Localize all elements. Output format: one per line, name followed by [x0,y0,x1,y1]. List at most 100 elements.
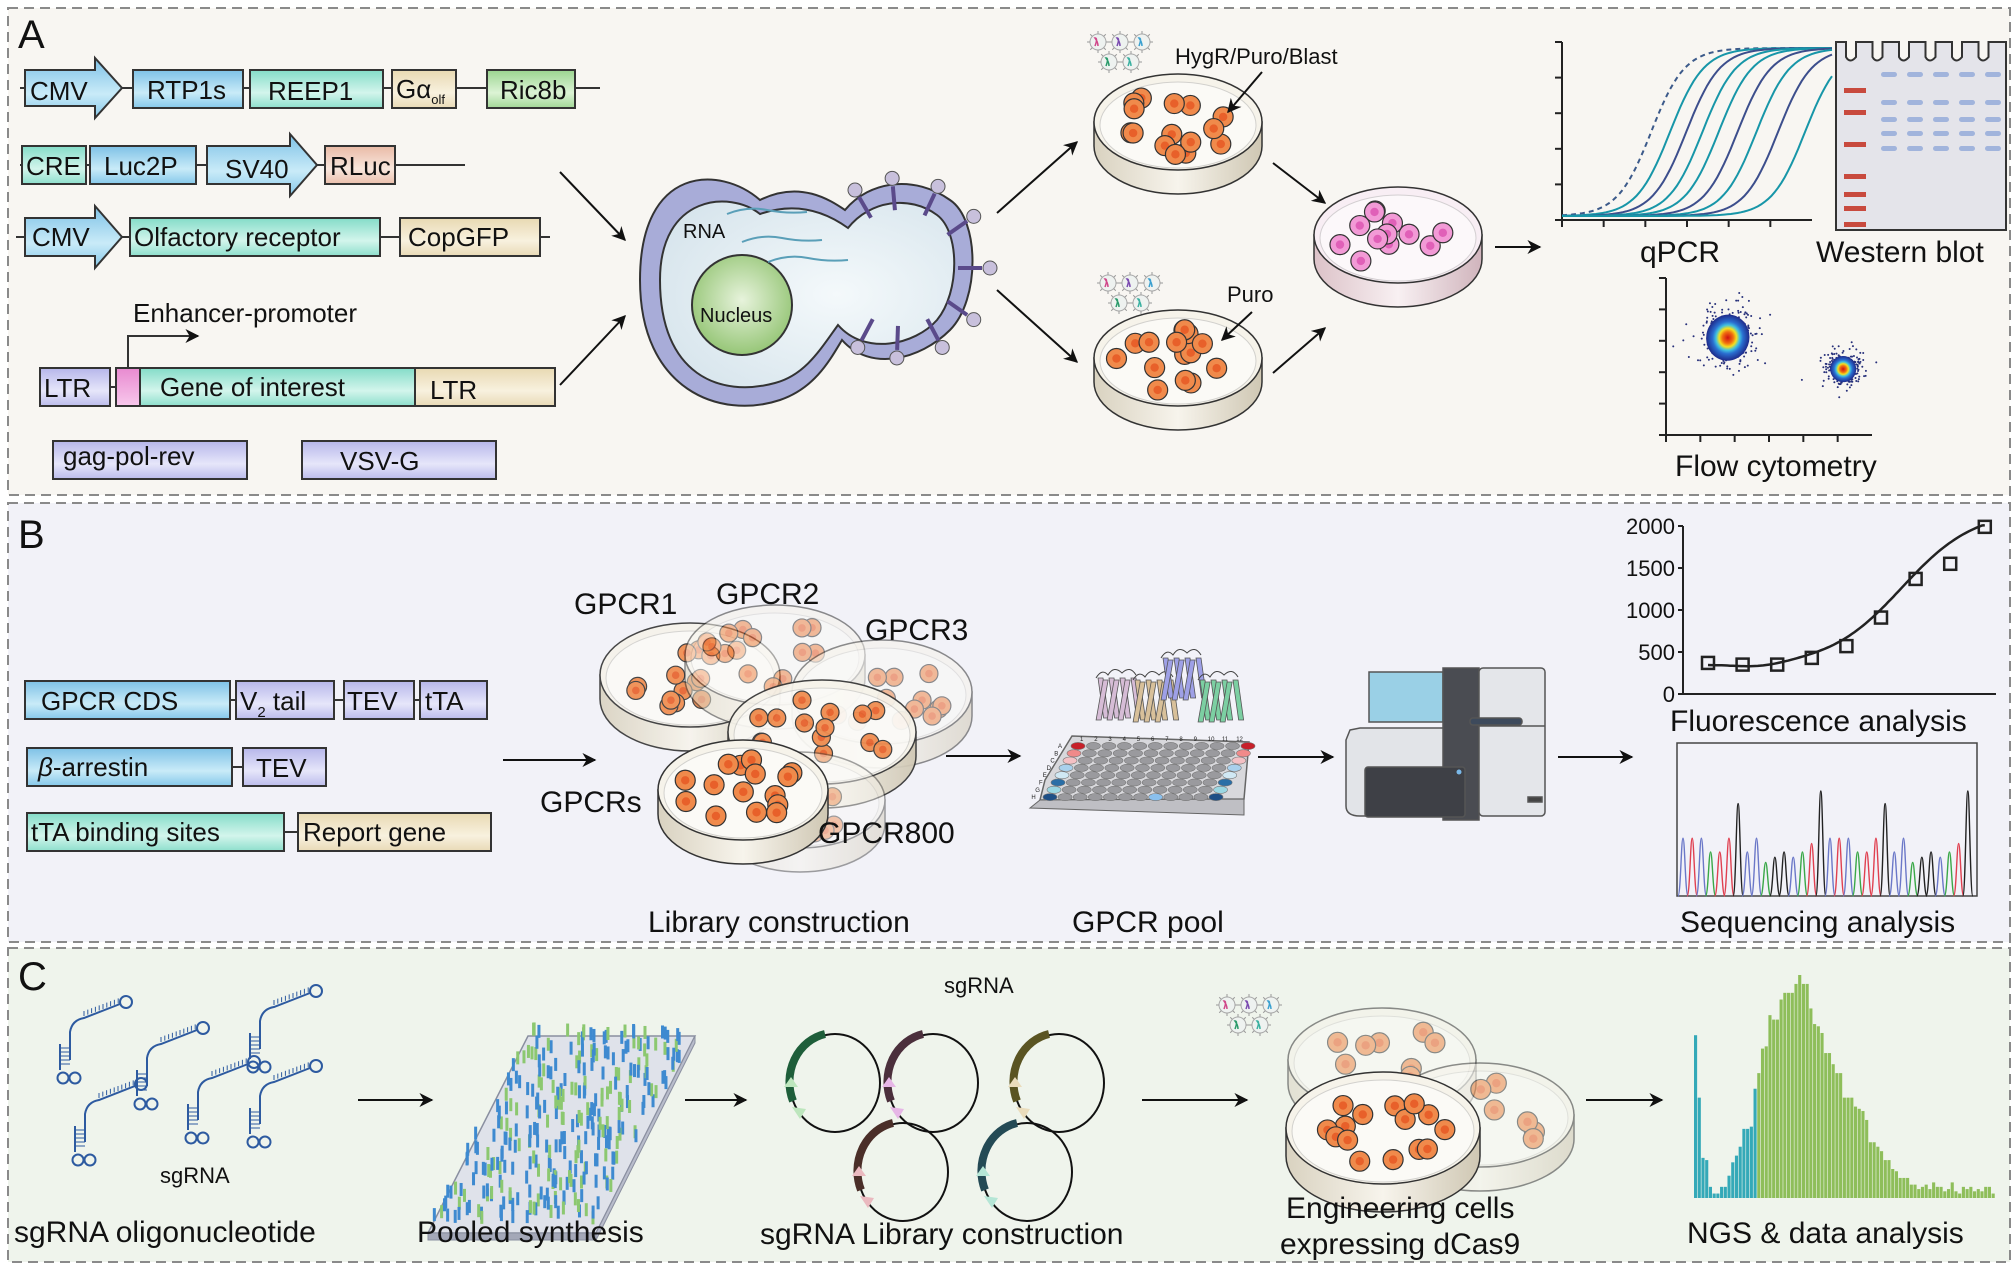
construct-lentiviral [39,329,556,407]
well [1124,756,1139,765]
virus-particle-icon [1109,31,1131,53]
well [1150,764,1166,772]
oligo-strand [666,1029,670,1043]
flow-event [1822,379,1825,382]
oligo-strand [620,1030,624,1044]
flow-event [1827,353,1830,356]
ngs-bar [1943,1191,1947,1198]
oligo-strand [492,1157,496,1171]
cell-nucleus [1375,1038,1384,1047]
well [1148,793,1163,801]
well [1213,785,1228,794]
gpcr-protein-icon [1160,649,1208,701]
cell-nucleus [1390,1101,1400,1111]
well [1159,749,1174,758]
oligo-strand [590,1057,594,1071]
cell-nucleus [772,808,781,817]
flow-event [1857,361,1860,364]
oligo-strand [671,1056,675,1070]
cell-nucleus [1170,99,1179,108]
oligo-strand [577,1032,581,1046]
oligo-strand [486,1147,490,1161]
fluor-data-point [1942,556,1958,572]
construct-b-row-3 [26,812,492,852]
spike-head [884,170,900,186]
flow-event [1703,343,1706,346]
well [1133,793,1148,801]
cell-nucleus [1423,1144,1432,1154]
flow-event [1744,351,1747,354]
oligo-strand [511,1197,515,1211]
oligo-strand [509,1098,513,1112]
label-tta: tTA [425,686,464,716]
oligo-strand [528,1184,532,1198]
beta-symbol: β [37,752,53,782]
flow-event [1737,309,1740,312]
plate-col-label: 8 [1179,737,1183,743]
well [1062,756,1078,765]
cell-nucleus [873,673,882,682]
label-tev-2: TEV [256,753,307,783]
oligo-strand [516,1192,520,1206]
flow-event [1714,365,1717,368]
fluor-fit-curve [1707,523,1985,668]
v2-sub: 2 [257,704,265,721]
oligo-strand [615,1135,619,1149]
oligo-strand [525,1170,529,1184]
plasmid-icon [882,1030,979,1133]
flow-event [1854,361,1857,364]
oligo-strand [675,1049,679,1063]
oligo-strand [449,1185,453,1199]
fluor-y-tick-label: 1000 [1626,598,1675,623]
label-copgfp: CopGFP [408,222,509,252]
oligo-strand [500,1148,504,1162]
plate-col-label: 1 [1080,737,1084,743]
oligo-strand [580,1031,584,1045]
flow-event [1831,357,1834,360]
oligo-strand [554,1095,558,1109]
plasmid-icon [976,1119,1073,1222]
oligo-strand [584,1161,588,1175]
oligo-strand [498,1161,502,1175]
oligo-strand [625,1095,629,1109]
oligo-strand [583,1075,587,1089]
label-cre: CRE [26,151,81,181]
flow-event [1706,310,1709,313]
fluor-y-tick-label: 2000 [1626,514,1675,539]
virus-particle-icon [1227,1014,1249,1036]
cell-nucleus [871,706,880,715]
cell-nucleus [1333,1038,1342,1047]
well [1194,742,1209,750]
oligo-strand [504,1087,508,1101]
oligo-strand [606,1046,610,1060]
label-engineering-cells: Engineering cells [1286,1192,1514,1225]
dish-engineering-front [1285,1071,1481,1213]
plate-row-label: E [1043,773,1047,779]
cell-nucleus [681,776,690,785]
oligo-strand [515,1102,519,1116]
flow-event [1837,382,1840,385]
flow-event [1835,352,1838,355]
flow-event [1735,299,1738,302]
ngs-bar [1820,1032,1824,1198]
cell-nucleus [671,671,680,679]
cell-nucleus [721,649,729,658]
oligo-strand [624,1040,628,1054]
oligo-strand [666,1047,670,1061]
oligo-strand [609,1178,613,1192]
ngs-bar [1976,1189,1980,1198]
oligo-strand [556,1096,560,1110]
oligo-strand [516,1051,520,1065]
flow-event [1833,381,1836,384]
flow-event [1823,354,1826,357]
oligo-strand [579,1112,583,1126]
chromatogram-peak [1888,851,1901,897]
oligo-strand [623,1024,627,1038]
oligo-strand [646,1036,650,1050]
spike-head [982,260,998,276]
cell-nucleus [1410,1099,1419,1109]
flow-event [1739,360,1742,363]
label-galpha-sub: olf [431,92,445,107]
ngs-bar [1813,1024,1817,1198]
